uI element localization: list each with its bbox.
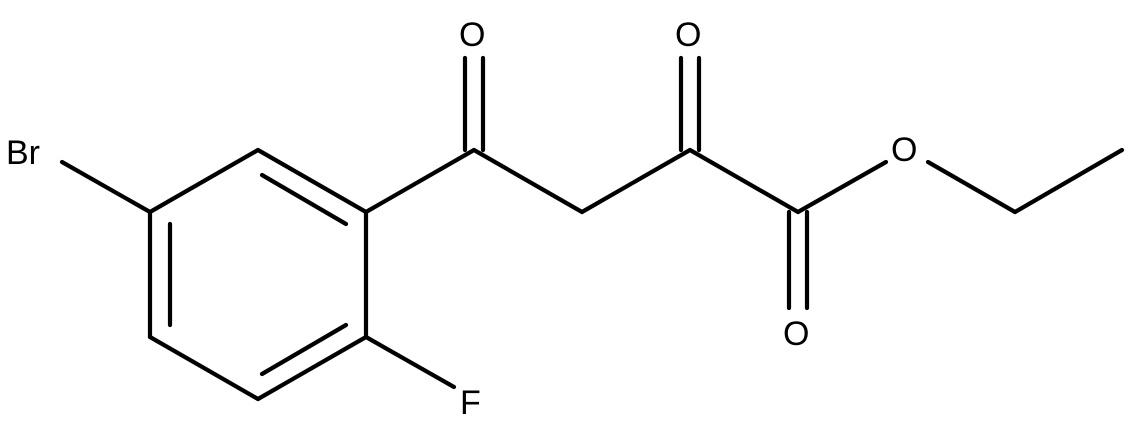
atom-label-br: Br [6,134,40,172]
benzene-ring [147,147,369,402]
atom-label-o-ester-double: O [783,315,809,353]
bond-ring-br [59,159,153,215]
bond-o-ch2 [925,159,1018,215]
bond-c-ch2 [471,147,585,215]
bond-ch2-ch3 [1012,147,1125,215]
ring-inner-bond-1 [259,172,349,227]
bond-c-ester-carbon [687,147,801,215]
bond-ring-f [363,334,457,390]
atom-label-o-ester-single: O [891,131,917,169]
atom-label-o-ketone2: O [675,16,701,54]
ring-bond-c2-c3 [255,147,369,215]
ring-bond-c1-c2 [147,147,261,215]
bond-ch2-c [579,147,693,215]
ring-bond-c5-c6 [147,334,261,402]
bond-ring-ketone-carbon [363,147,477,215]
ring-bond-c4-c5 [255,334,369,402]
bond-ester-carbon-o [795,159,889,215]
atom-label-f: F [460,384,481,422]
atom-label-o-ketone1: O [459,16,485,54]
ring-inner-bond-2 [259,322,349,377]
